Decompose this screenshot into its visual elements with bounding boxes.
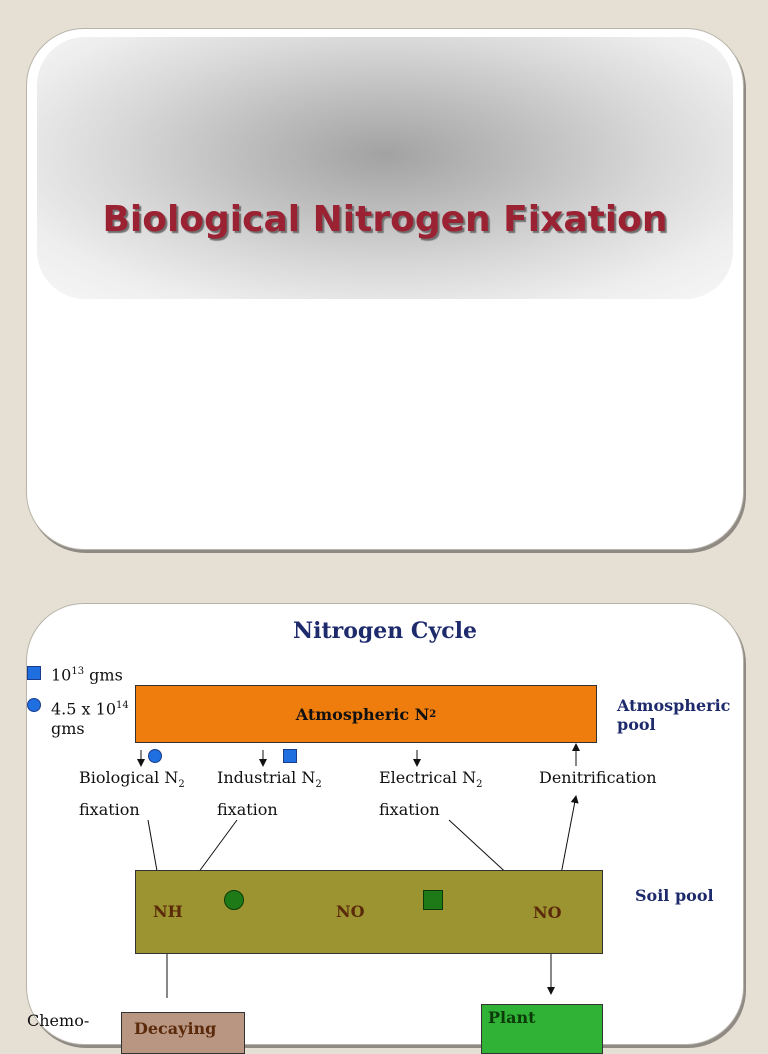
legend-circle-unit: gms: [51, 719, 85, 738]
chemo-label: Chemo-: [27, 1011, 90, 1030]
legend-circle-label: 4.5 x 1014: [51, 699, 129, 719]
legend-square-label: 1013 gms: [51, 665, 123, 685]
title-band: [37, 37, 733, 299]
legend-square-marker: [27, 666, 41, 680]
diagram-arrows: [137, 743, 580, 998]
decaying-label: Decaying: [134, 1019, 217, 1038]
nitrogen-cycle-slide: Nitrogen Cycle 1013 gms 4.5 x 1014 gms A…: [26, 603, 744, 1054]
plant-box: Plant: [481, 1004, 603, 1054]
legend-circle-marker: [27, 698, 41, 712]
slide-title: Biological Nitrogen Fixation: [102, 199, 668, 240]
no-mid-label: NO: [336, 902, 365, 921]
decaying-box: Decaying: [121, 1012, 245, 1054]
soil-pool-label: Soil pool: [635, 886, 714, 905]
diagram-title: Nitrogen Cycle: [293, 618, 477, 644]
industrial-square-marker: [283, 749, 297, 763]
green-square-marker: [423, 890, 443, 910]
denitrification-label: Denitrification: [539, 768, 657, 787]
title-slide: Biological Nitrogen Fixation: [26, 28, 744, 550]
soil-pool-box: [135, 870, 603, 954]
green-circle-marker: [224, 890, 244, 910]
biological-circle-marker: [148, 749, 162, 763]
nh-label: NH: [153, 902, 183, 921]
plant-label: Plant: [488, 1008, 536, 1027]
no-right-label: NO: [533, 903, 562, 922]
